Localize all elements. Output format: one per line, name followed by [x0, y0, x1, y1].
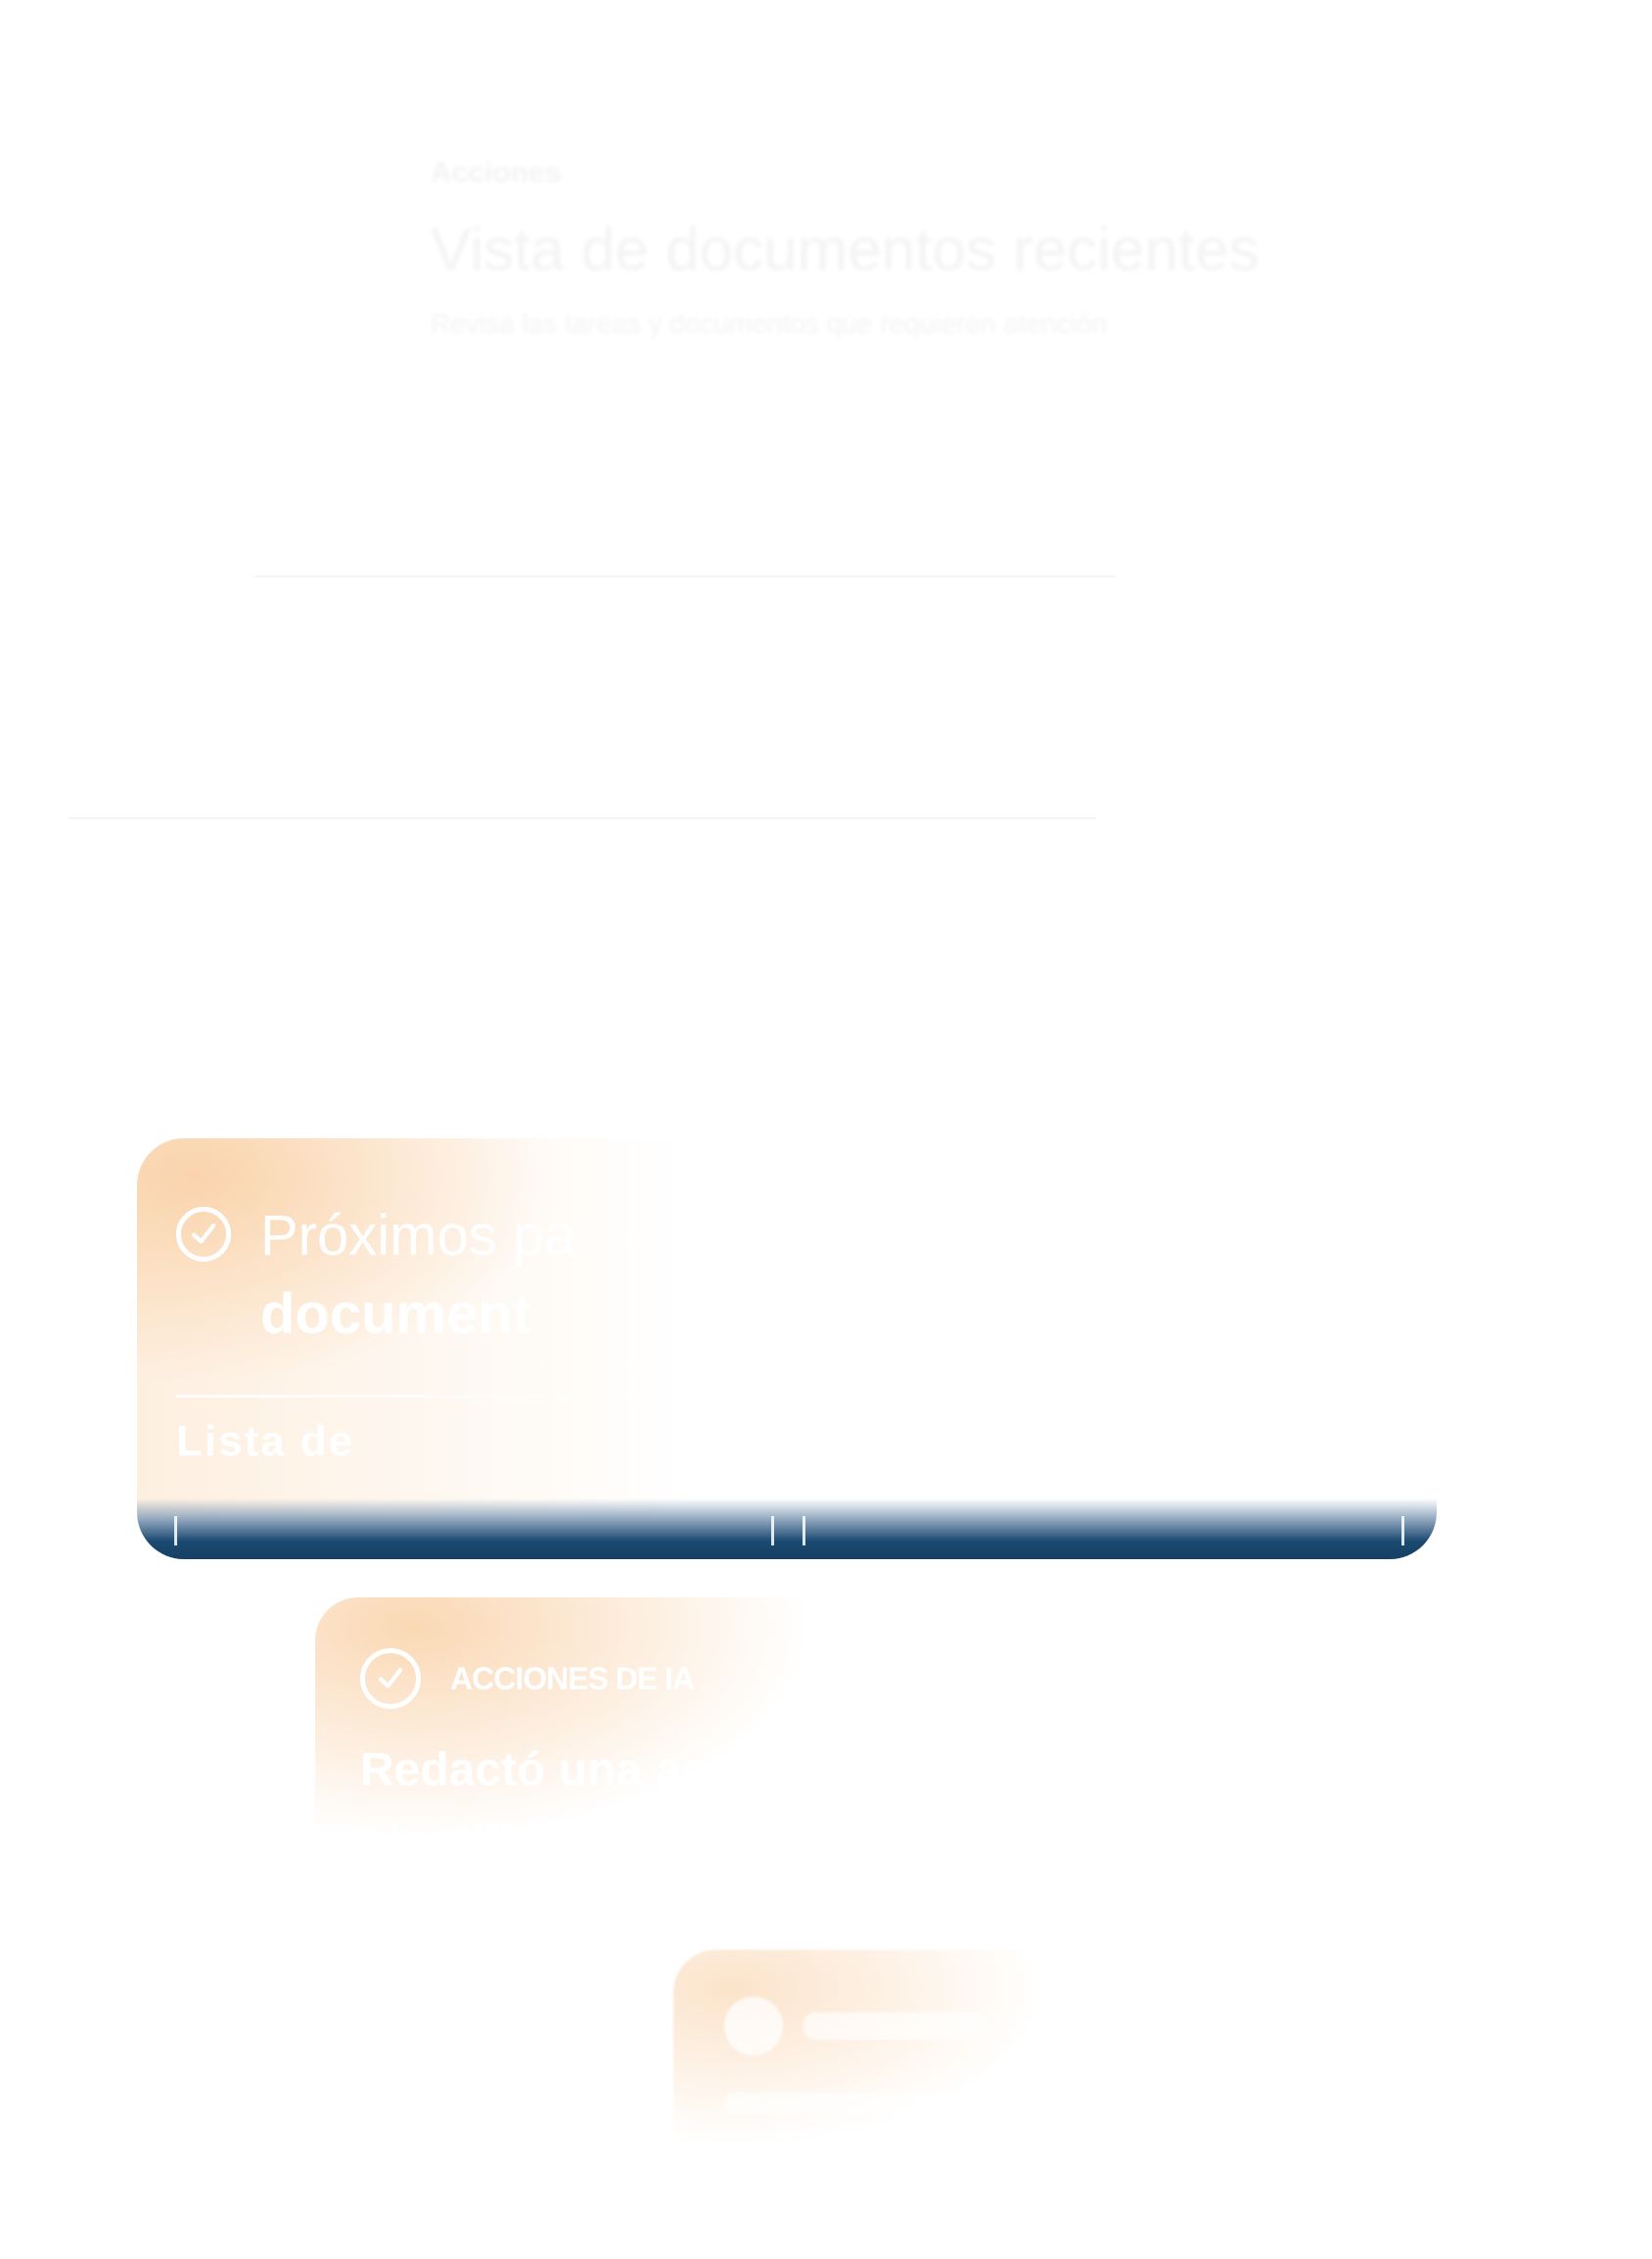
faded-title: Vista de documentos recientes	[431, 216, 1260, 284]
next-steps-title: Próximos pa document	[260, 1197, 575, 1354]
table-column-divider	[771, 1516, 774, 1545]
next-steps-title-light: Próximos pa	[260, 1204, 576, 1268]
faded-divider	[69, 817, 1096, 819]
check-icon-glyph	[378, 1668, 403, 1688]
next-steps-header: Próximos pa document	[176, 1197, 575, 1354]
avatar-placeholder-icon	[724, 1997, 783, 2055]
ai-actions-card[interactable]: ACCIONES DE IA Redactó una actuali plant…	[315, 1597, 1652, 1901]
ai-actions-body-line: Redactó una actuali	[360, 1744, 804, 1796]
table-column-divider	[1401, 1516, 1404, 1545]
ai-actions-label: ACCIONES DE IA	[450, 1660, 695, 1696]
card-gradient	[137, 1138, 1437, 1559]
faded-background-header: Acciones Vista de documentos recientes R…	[431, 157, 1311, 340]
card-gradient	[315, 1597, 1652, 1901]
ai-actions-body-line: plantilla de con	[360, 1817, 703, 1868]
next-steps-list-label: Lista de	[176, 1417, 355, 1465]
placeholder-bar	[803, 2012, 988, 2040]
check-circle-icon	[176, 1207, 231, 1262]
table-column-divider	[174, 1516, 177, 1545]
ai-actions-header: ACCIONES DE IA	[360, 1648, 695, 1709]
faded-divider	[254, 576, 1116, 577]
placeholder-bar	[724, 2093, 1135, 2114]
table-column-divider	[803, 1516, 805, 1545]
placeholder-card	[673, 1950, 1652, 2185]
next-steps-table-footer	[137, 1498, 1437, 1559]
check-icon-glyph	[191, 1223, 216, 1244]
next-steps-card[interactable]: Próximos pa document Lista de	[137, 1138, 1437, 1559]
next-steps-title-bold: document	[260, 1282, 532, 1346]
faded-kicker: Acciones	[431, 157, 562, 189]
check-circle-icon	[360, 1648, 421, 1709]
faded-subtitle: Revisa las tareas y documentos que requi…	[431, 308, 1108, 339]
next-steps-divider	[176, 1395, 763, 1398]
ai-actions-body: Redactó una actuali plantilla de con	[360, 1734, 1652, 1879]
